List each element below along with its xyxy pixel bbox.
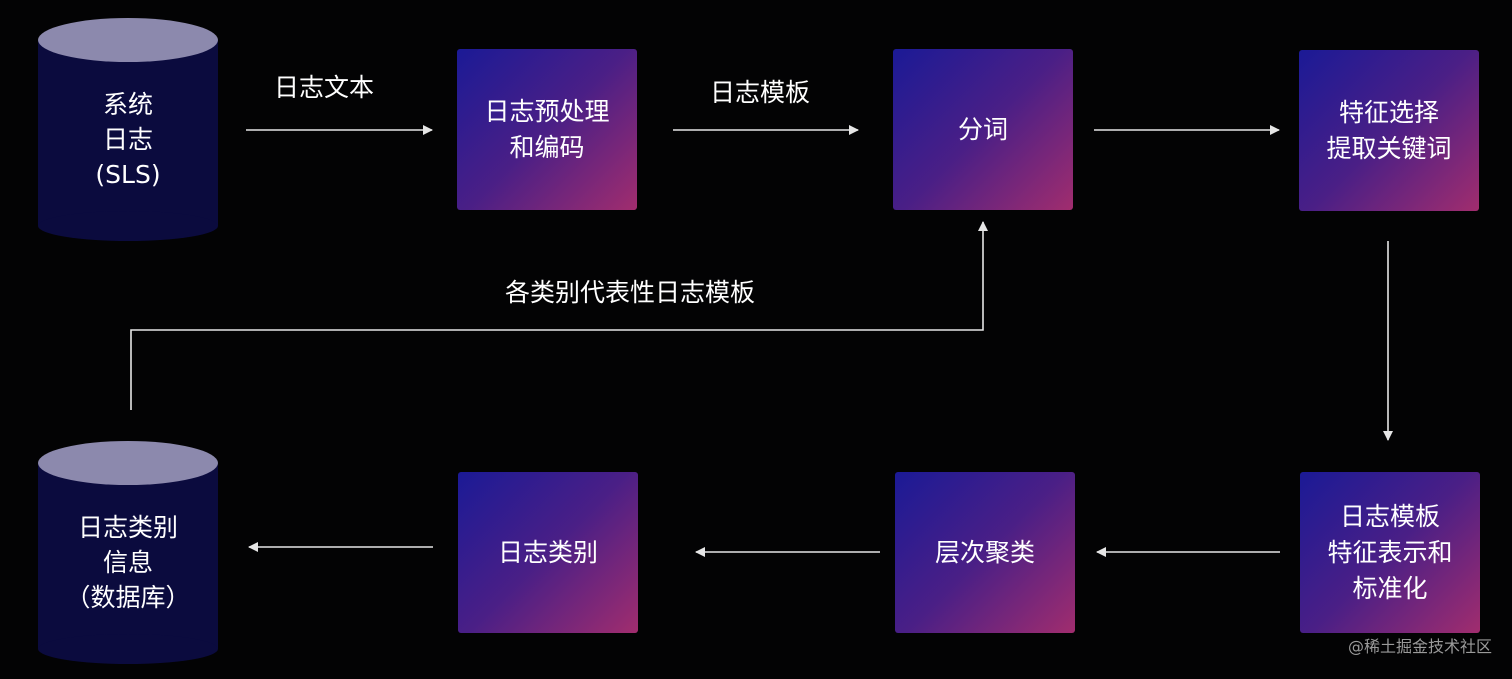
node-cluster-label: 层次聚类 [934,537,1035,567]
node-category: 日志类别 [458,472,638,633]
node-preprocess-label: 日志预处理 和编码 [484,96,610,162]
target-cylinder [38,441,218,664]
node-feature-select-label: 特征选择 提取关键词 [1326,97,1452,163]
edge-label-representative-templates: 各类别代表性日志模板 [505,278,756,307]
node-preprocess: 日志预处理 和编码 [457,49,637,210]
target-cylinder-label: 日志类别 信息 （数据库） [65,513,191,612]
node-feature-repr: 日志模板 特征表示和 标准化 [1300,472,1480,633]
node-feature-repr-label: 日志模板 特征表示和 标准化 [1327,501,1453,603]
node-tokenize-label: 分词 [957,114,1008,144]
node-tokenize: 分词 [893,49,1073,210]
source-cylinder [38,18,218,241]
arrow-feedback-to-tokenize [130,221,988,410]
node-category-label: 日志类别 [497,537,598,567]
edge-label-log-text: 日志文本 [274,73,375,102]
edge-label-log-template: 日志模板 [710,78,811,107]
source-cylinder-label: 系统 日志 (SLS) [95,90,161,189]
watermark: @稀土掘金技术社区 [1347,637,1492,656]
node-feature-select: 特征选择 提取关键词 [1299,50,1479,211]
node-cluster: 层次聚类 [895,472,1075,633]
